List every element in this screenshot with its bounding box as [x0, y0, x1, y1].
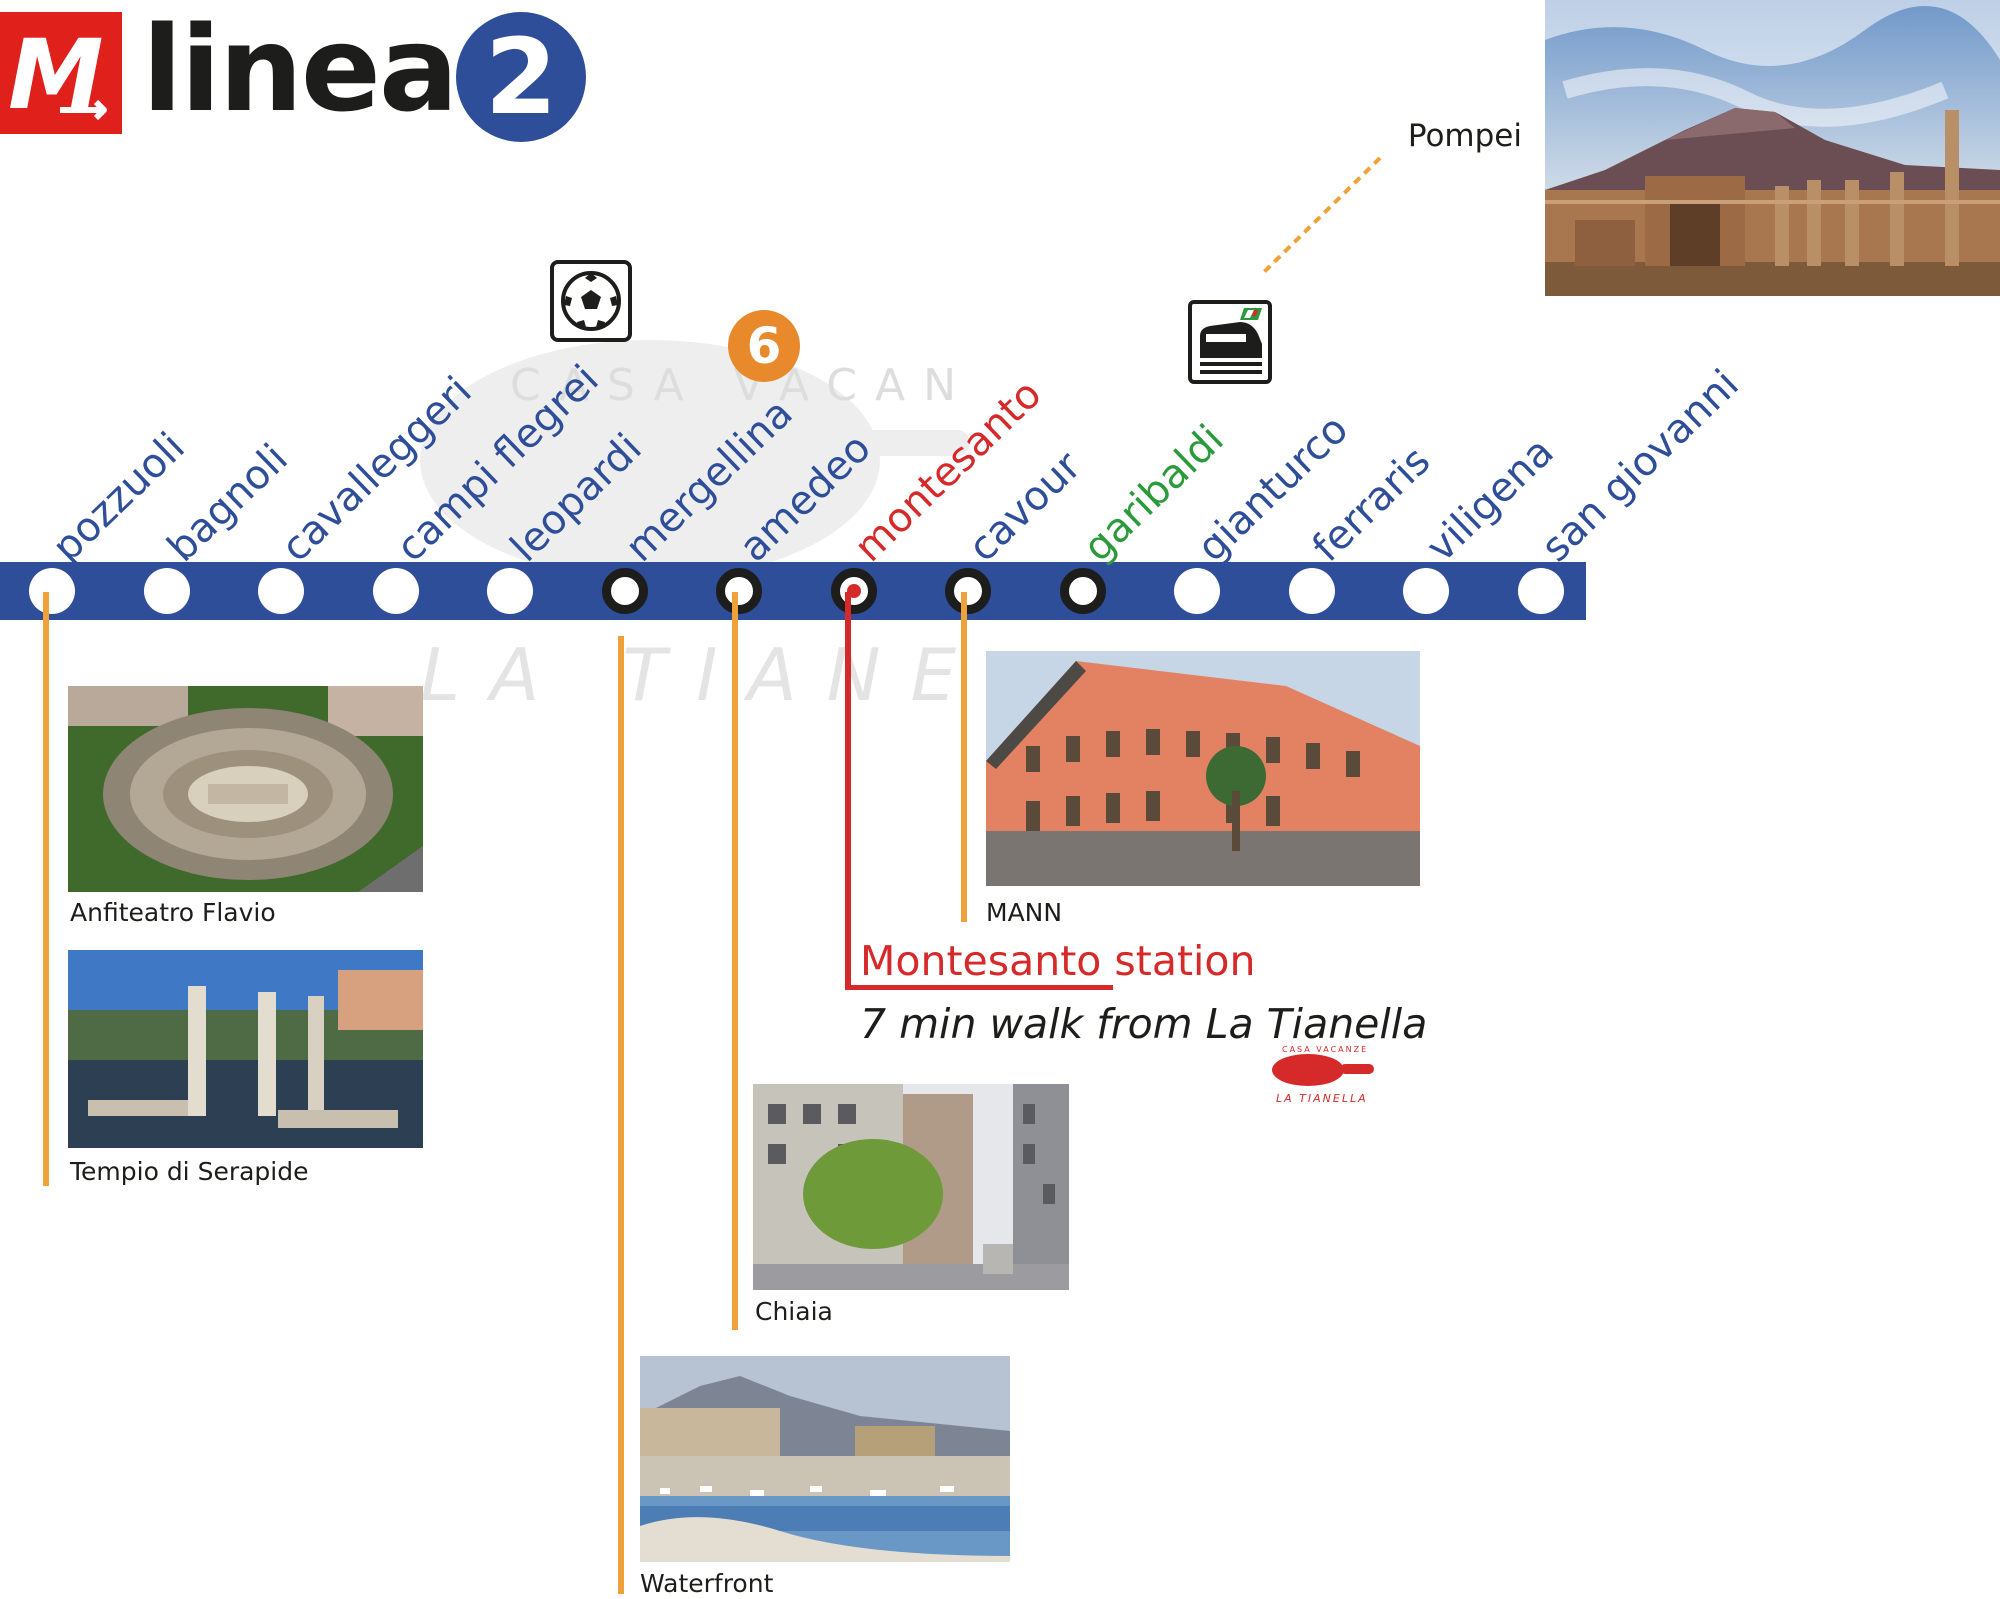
pompei-connector	[1260, 156, 1382, 276]
station-stop-san-giovanni[interactable]	[1517, 568, 1564, 614]
mergellina-connector	[618, 636, 624, 1594]
pompei-photo	[1545, 0, 2000, 296]
station-stop-cavalleggeri[interactable]	[258, 568, 304, 614]
mann-caption: MANN	[986, 898, 1063, 927]
station-stop-leopardi[interactable]	[487, 568, 533, 614]
mann-photo	[986, 651, 1420, 886]
anfiteatro-flavio-caption: Anfiteatro Flavio	[70, 898, 276, 927]
station-stop-amedeo[interactable]	[716, 568, 762, 614]
tempio-di-serapide-photo	[68, 950, 423, 1148]
page-title: linea	[142, 0, 459, 138]
station-stop-campi-flegrei[interactable]	[372, 568, 419, 614]
station-label-san-giovanni: san giovanni	[1532, 361, 1748, 571]
football-icon	[550, 260, 632, 342]
metro-line-2-bar	[0, 562, 1586, 620]
station-stop-viligena[interactable]	[1403, 568, 1449, 614]
station-stop-montesanto[interactable]	[830, 568, 877, 614]
train-icon	[1188, 300, 1272, 384]
anfiteatro-flavio-photo	[68, 686, 423, 892]
cavour-connector	[961, 592, 967, 922]
tempio-di-serapide-caption: Tempio di Serapide	[70, 1157, 309, 1186]
station-stop-bagnoli[interactable]	[143, 568, 190, 614]
station-stop-mergellina[interactable]	[601, 568, 648, 614]
pompei-label: Pompei	[1407, 118, 1522, 154]
metro-logo-icon: M	[0, 12, 122, 134]
pozzuoli-connector	[43, 592, 49, 1186]
la-tianella-logo-top: CASA VACANZE	[1282, 1045, 1368, 1054]
line-6-badge: 6	[728, 310, 800, 382]
chiaia-caption: Chiaia	[755, 1297, 833, 1326]
station-stop-pozzuoli[interactable]	[29, 568, 75, 614]
waterfront-caption: Waterfront	[640, 1569, 774, 1598]
montesanto-underline	[845, 985, 1113, 990]
station-stop-ferraris[interactable]	[1288, 568, 1335, 614]
metro-logo-letter: M	[8, 19, 104, 131]
la-tianella-logo: CASA VACANZE LA TIANELLA	[1272, 1045, 1374, 1105]
amedeo-connector	[732, 592, 738, 1330]
walk-time-text: 7 min walk from La Tianella	[860, 1000, 1428, 1048]
montesanto-connector	[845, 592, 851, 990]
waterfront-photo	[640, 1356, 1010, 1562]
montesanto-station-label: Montesanto station	[860, 937, 1256, 985]
station-label-viligena: viligena	[1417, 428, 1563, 571]
la-tianella-logo-bottom: LA TIANELLA	[1276, 1092, 1368, 1105]
station-stop-cavour[interactable]	[945, 568, 991, 614]
station-stop-garibaldi[interactable]	[1059, 568, 1106, 614]
chiaia-photo	[753, 1084, 1069, 1290]
line-number-badge: 2	[456, 12, 586, 142]
watermark-bottom-text: LA TIANELLA	[420, 633, 970, 717]
station-stop-gianturco[interactable]	[1174, 568, 1220, 614]
